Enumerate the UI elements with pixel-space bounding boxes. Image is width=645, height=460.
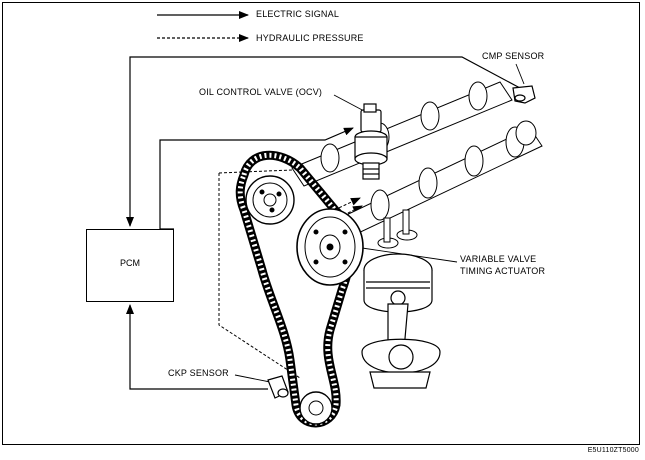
legend-hydraulic-label: HYDRAULIC PRESSURE <box>256 33 364 43</box>
piston <box>363 253 433 313</box>
intake-camshaft <box>339 120 543 237</box>
exhaust-sprocket <box>245 175 295 225</box>
ckp-leader <box>234 374 271 383</box>
cmp-sensor-label: CMP SENSOR <box>482 51 545 61</box>
vvt-label-line2: TIMING ACTUATOR <box>460 266 546 276</box>
valves <box>377 209 418 249</box>
vvt-actuator <box>296 208 364 286</box>
figure-border <box>2 2 640 445</box>
ckp-sensor-body <box>267 375 289 399</box>
pcm-box: PCM <box>86 229 174 302</box>
figure-code: E5U110ZT5000 <box>587 447 639 454</box>
vvt-label-line1: VARIABLE VALVE <box>460 254 537 264</box>
ckp-signal-line <box>126 304 268 390</box>
connecting-rod <box>361 303 441 389</box>
ocv-leader <box>333 94 367 113</box>
legend-electric-label: ELECTRIC SIGNAL <box>256 9 340 19</box>
timing-chain <box>235 150 356 428</box>
cmp-leader <box>515 63 525 85</box>
ocv-body <box>354 103 388 180</box>
ckp-sensor-label: CKP SENSOR <box>168 368 229 378</box>
cmp-signal-line <box>126 56 521 227</box>
hydraulic-path <box>218 173 301 379</box>
crank-sprocket <box>299 391 333 425</box>
ocv-label: OIL CONTROL VALVE (OCV) <box>199 87 323 97</box>
cmp-sensor-body <box>512 85 536 104</box>
pcm-label: PCM <box>120 258 140 268</box>
